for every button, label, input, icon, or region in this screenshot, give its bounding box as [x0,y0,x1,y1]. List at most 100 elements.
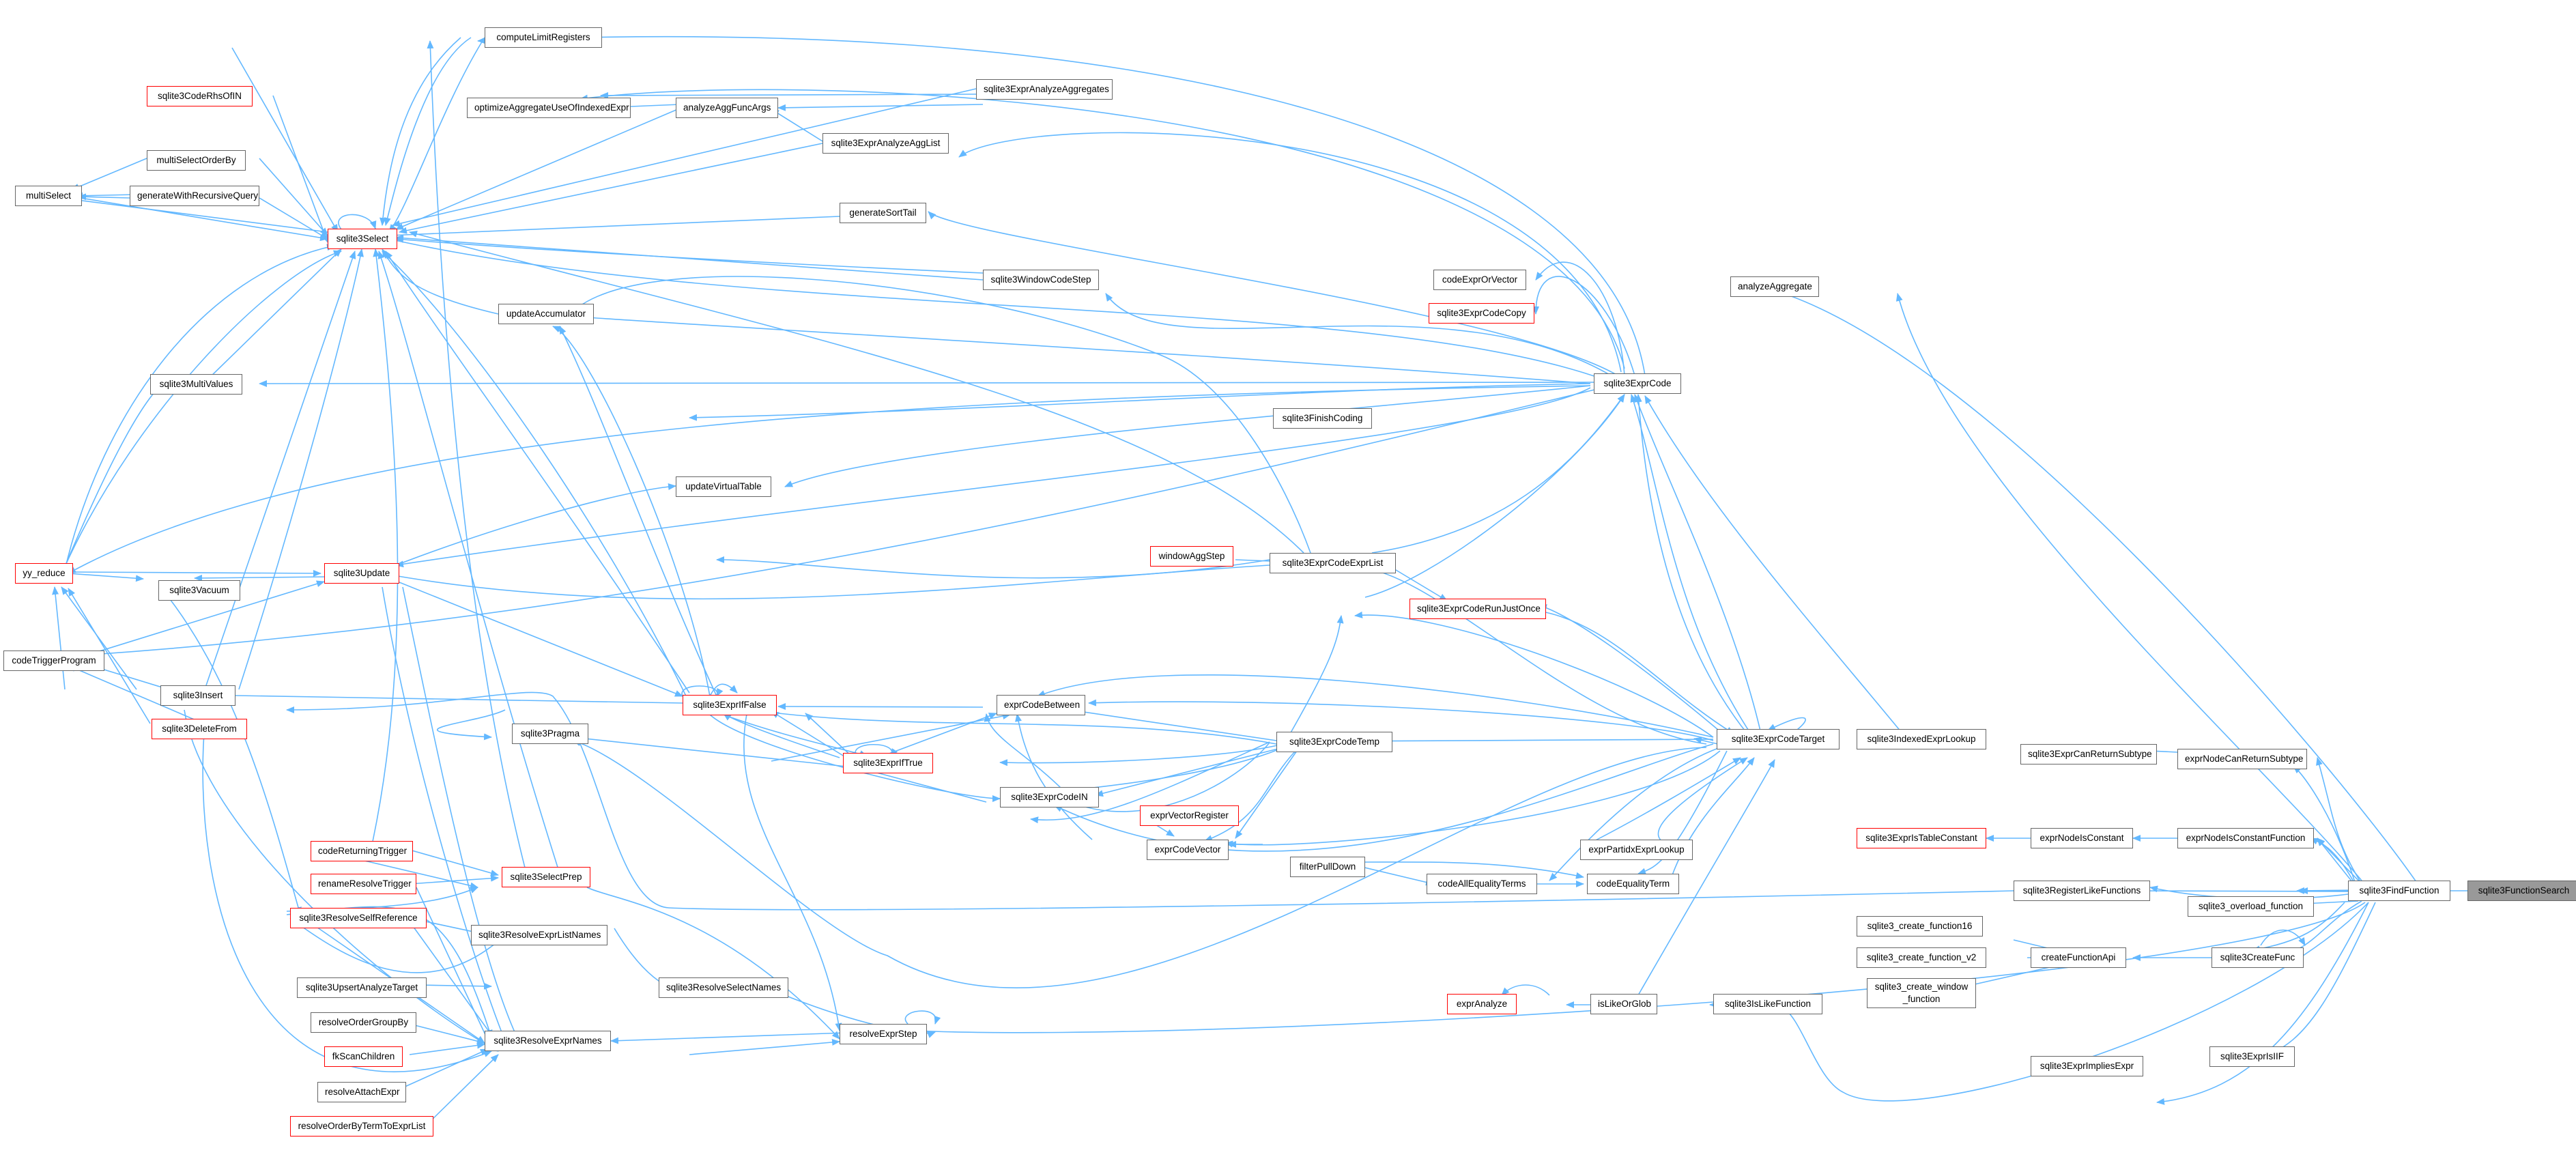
node-resolveExprStep[interactable]: resolveExprStep [840,1024,927,1044]
node-optimizeAggregateUseOfIndexedExpr[interactable]: optimizeAggregateUseOfIndexedExpr [467,98,631,118]
node-exprNodeIsConstant[interactable]: exprNodeIsConstant [2031,828,2133,848]
node-codeExprOrVector[interactable]: codeExprOrVector [1433,270,1526,290]
node-sqlite3ExprCodeTarget[interactable]: sqlite3ExprCodeTarget [1717,729,1840,749]
node-generateWithRecursiveQuery[interactable]: generateWithRecursiveQuery [130,186,259,206]
edge [1364,394,1625,598]
node-renameResolveTrigger[interactable]: renameResolveTrigger [311,874,416,894]
node-updateVirtualTable[interactable]: updateVirtualTable [676,476,771,497]
node-computeLimitRegisters[interactable]: computeLimitRegisters [485,27,602,48]
node-filterPullDown[interactable]: filterPullDown [1290,857,1365,877]
node-sqlite3ExprCode[interactable]: sqlite3ExprCode [1594,373,1681,394]
node-sqlite3ExprIsTableConstant[interactable]: sqlite3ExprIsTableConstant [1857,828,1986,848]
node-exprVectorRegister[interactable]: exprVectorRegister [1140,805,1239,826]
node-windowAggStep[interactable]: windowAggStep [1150,546,1233,567]
node-sqlite3IndexedExprLookup[interactable]: sqlite3IndexedExprLookup [1857,729,1986,749]
node-sqlite3IsLikeFunction[interactable]: sqlite3IsLikeFunction [1713,994,1822,1014]
edge [600,91,977,99]
node-codeAllEqualityTerms[interactable]: codeAllEqualityTerms [1427,874,1537,894]
node-sqlite3_create_function_v2[interactable]: sqlite3_create_function_v2 [1857,947,1986,968]
edge [1637,759,1775,996]
node-sqlite3Vacuum[interactable]: sqlite3Vacuum [158,580,240,601]
node-sqlite3ResolveSelectNames[interactable]: sqlite3ResolveSelectNames [659,977,788,998]
node-sqlite3DeleteFrom[interactable]: sqlite3DeleteFrom [152,719,247,739]
node-exprAnalyze[interactable]: exprAnalyze [1447,994,1517,1014]
node-sqlite3ExprCodeTemp[interactable]: sqlite3ExprCodeTemp [1276,732,1392,752]
edge [74,580,325,659]
edge [384,37,472,226]
node-sqlite3FindFunction[interactable]: sqlite3FindFunction [2348,881,2450,901]
node-sqlite3CodeRhsOfIN[interactable]: sqlite3CodeRhsOfIN [147,86,253,106]
node-sqlite3ExprCodeRunJustOnce[interactable]: sqlite3ExprCodeRunJustOnce [1409,599,1546,619]
node-sqlite3ExprAnalyzeAggList[interactable]: sqlite3ExprAnalyzeAggList [822,133,949,154]
node-sqlite3ExprCodeIN[interactable]: sqlite3ExprCodeIN [1000,787,1099,807]
node-resolveOrderGroupBy[interactable]: resolveOrderGroupBy [311,1012,416,1033]
node-sqlite3ExprIfFalse[interactable]: sqlite3ExprIfFalse [683,695,777,715]
node-sqlite3ResolveExprListNames[interactable]: sqlite3ResolveExprListNames [471,925,607,945]
edge [382,564,1270,600]
edge [409,874,499,885]
node-sqlite3Update[interactable]: sqlite3Update [324,563,399,584]
edge [81,388,1598,659]
node-sqlite3ResolveExprNames[interactable]: sqlite3ResolveExprNames [485,1031,611,1051]
node-sqlite3FinishCoding[interactable]: sqlite3FinishCoding [1273,408,1372,429]
node-analyzeAggFuncArgs[interactable]: analyzeAggFuncArgs [676,98,778,118]
node-exprCodeBetween[interactable]: exprCodeBetween [997,695,1085,715]
node-sqlite3_create_window_function[interactable]: sqlite3_create_window _function [1867,978,1976,1008]
edge [1392,567,1448,601]
node-sqlite3Pragma[interactable]: sqlite3Pragma [512,724,588,744]
edge [382,251,690,704]
node-sqlite3CreateFunc[interactable]: sqlite3CreateFunc [2212,947,2304,968]
edge [68,385,1591,574]
node-codeTriggerProgram[interactable]: codeTriggerProgram [3,651,104,671]
node-sqlite3FunctionSearch[interactable]: sqlite3FunctionSearch [2467,881,2576,901]
edge [416,887,492,1048]
node-sqlite3ExprCodeExprList[interactable]: sqlite3ExprCodeExprList [1270,553,1396,573]
node-sqlite3Insert[interactable]: sqlite3Insert [160,685,235,706]
node-generateSortTail[interactable]: generateSortTail [840,203,926,223]
node-sqlite3RegisterLikeFunctions[interactable]: sqlite3RegisterLikeFunctions [2014,881,2150,901]
edge [1767,717,1806,734]
node-sqlite3ExprIfTrue[interactable]: sqlite3ExprIfTrue [843,753,933,773]
node-fkScanChildren[interactable]: fkScanChildren [324,1046,403,1067]
edge [377,251,560,874]
node-sqlite3ExprIsIIF[interactable]: sqlite3ExprIsIIF [2209,1046,2295,1067]
node-codeReturningTrigger[interactable]: codeReturningTrigger [311,841,413,861]
node-multiSelect[interactable]: multiSelect [15,186,82,206]
node-sqlite3SelectPrep[interactable]: sqlite3SelectPrep [502,867,590,887]
node-sqlite3_overload_function[interactable]: sqlite3_overload_function [2188,896,2314,917]
node-resolveAttachExpr[interactable]: resolveAttachExpr [317,1082,406,1102]
node-isLikeOrGlob[interactable]: isLikeOrGlob [1590,994,1657,1014]
edge [1532,276,1635,376]
node-sqlite3ExprCanReturnSubtype[interactable]: sqlite3ExprCanReturnSubtype [2020,744,2157,764]
node-sqlite3_create_function16[interactable]: sqlite3_create_function16 [1857,916,1983,937]
node-analyzeAggregate[interactable]: analyzeAggregate [1730,276,1819,297]
node-multiSelectOrderBy[interactable]: multiSelectOrderBy [147,150,246,171]
edge [385,251,690,694]
edge [805,713,854,758]
edge [586,887,840,1040]
edge [1501,984,1550,996]
edge [388,237,1605,380]
node-exprNodeIsConstantFunction[interactable]: exprNodeIsConstantFunction [2177,828,2314,848]
edge [68,195,328,242]
edge [71,197,328,233]
node-sqlite3UpsertAnalyzeTarget[interactable]: sqlite3UpsertAnalyzeTarget [297,977,427,998]
edge [194,691,683,704]
node-resolveOrderByTermToExprList[interactable]: resolveOrderByTermToExprList [290,1116,433,1137]
node-sqlite3ExprCodeCopy[interactable]: sqlite3ExprCodeCopy [1429,303,1534,324]
node-sqlite3MultiValues[interactable]: sqlite3MultiValues [150,374,242,395]
node-sqlite3ExprAnalyzeAggregates[interactable]: sqlite3ExprAnalyzeAggregates [976,79,1113,100]
node-exprNodeCanReturnSubtype[interactable]: exprNodeCanReturnSubtype [2177,749,2307,769]
node-sqlite3ExprImpliesExpr[interactable]: sqlite3ExprImpliesExpr [2031,1056,2143,1076]
node-yy_reduce[interactable]: yy_reduce [15,563,73,584]
node-updateAccumulator[interactable]: updateAccumulator [498,304,594,324]
node-createFunctionApi[interactable]: createFunctionApi [2031,947,2126,968]
edge [382,483,676,571]
node-sqlite3ResolveSelfReference[interactable]: sqlite3ResolveSelfReference [290,908,427,928]
edge [74,192,137,199]
node-codeEqualityTerm[interactable]: codeEqualityTerm [1587,874,1679,894]
node-sqlite3Select[interactable]: sqlite3Select [328,229,397,249]
node-sqlite3WindowCodeStep[interactable]: sqlite3WindowCodeStep [983,270,1099,290]
node-exprPartidxExprLookup[interactable]: exprPartidxExprLookup [1580,840,1693,860]
node-exprCodeVector[interactable]: exprCodeVector [1147,840,1229,860]
